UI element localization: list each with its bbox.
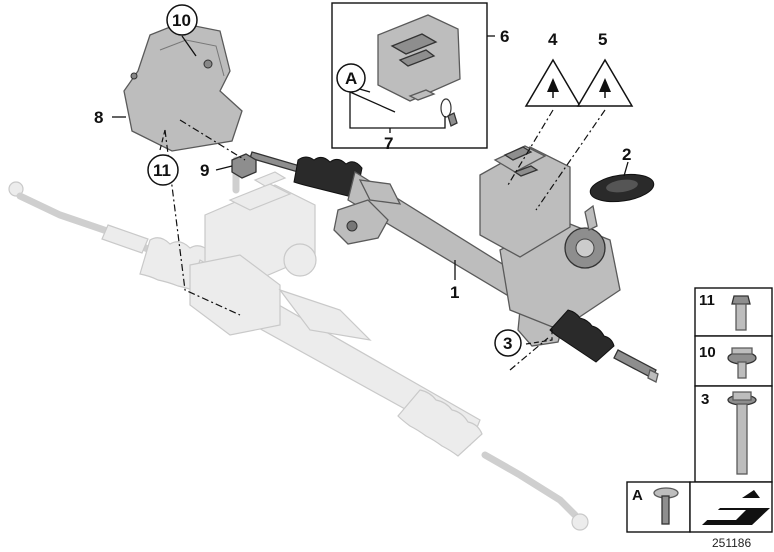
pad-symbol [702,490,770,525]
ghost-steering-rack [8,156,589,531]
callout-11: 11 [153,161,171,180]
steering-rack-assembly [249,145,659,383]
callout-labels: 1 2 3 4 5 6 7 8 9 10 11 A [94,4,631,357]
callout-8: 8 [94,108,103,127]
bolt-11 [731,295,751,331]
part-8-cover [123,22,243,152]
part-6-box [331,2,488,149]
bolt-3 [727,391,757,475]
callout-7: 7 [384,134,393,153]
callout-5: 5 [598,30,607,49]
callout-2: 2 [622,145,631,164]
panel-label-11: 11 [699,292,715,309]
callout-10: 10 [172,11,191,30]
panel-label-a: A [632,487,643,504]
fastener-panel [626,287,773,533]
part-5-label [576,58,634,107]
panel-label-10: 10 [699,344,716,361]
nut-10 [727,347,757,379]
screw-a [653,487,679,525]
part-9-clip [231,153,257,179]
callout-1: 1 [450,283,459,302]
panel-label-3: 3 [701,391,709,408]
diagram-number: 251186 [712,536,751,550]
callout-3: 3 [503,334,512,353]
fastener-panel-labels: 11 10 3 A [632,292,716,504]
leader-lines [112,35,629,371]
part-4-label [524,58,582,107]
callout-4: 4 [548,30,558,49]
part-2-seal [589,173,655,203]
callout-9: 9 [200,161,209,180]
callout-6: 6 [500,27,509,46]
callout-a: A [345,69,357,88]
